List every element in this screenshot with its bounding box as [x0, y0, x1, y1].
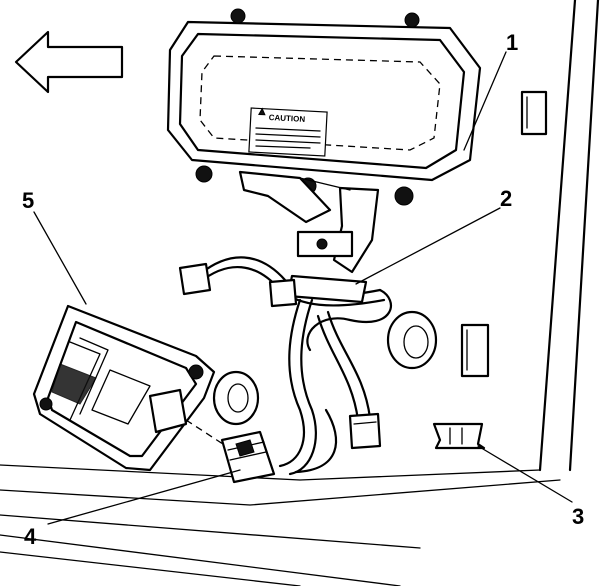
- clip-retainer: [432, 422, 486, 450]
- leader-lines: [33, 51, 573, 525]
- callout-1: 1: [506, 30, 518, 55]
- harness-connector: [185, 419, 276, 484]
- callout-labels: 1 2 3 4 5: [22, 30, 584, 549]
- connector-clip: [268, 230, 368, 308]
- callout-3: 3: [572, 504, 584, 529]
- sensing-diagnostic-module: [32, 304, 216, 472]
- wiring-harness: [178, 256, 392, 476]
- callout-4: 4: [24, 524, 37, 549]
- panel-holes: [212, 310, 438, 426]
- left-arrow-icon: [14, 30, 124, 94]
- callout-2: 2: [500, 186, 512, 211]
- caution-label: CAUTION: [248, 107, 328, 157]
- caution-text: CAUTION: [268, 113, 305, 124]
- airbag-module: CAUTION: [166, 8, 482, 274]
- mounting-nut-icon: [195, 8, 420, 206]
- callout-5: 5: [22, 188, 34, 213]
